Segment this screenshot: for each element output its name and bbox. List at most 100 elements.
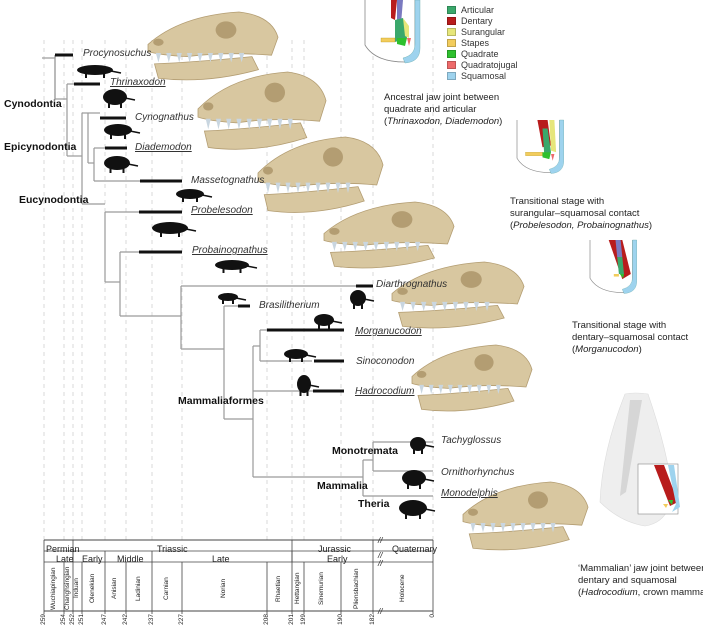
silhouette-body xyxy=(215,260,249,270)
age-tick-label: 247 xyxy=(101,614,108,625)
prearticular-shape xyxy=(397,0,403,24)
dentary-shape xyxy=(391,0,397,20)
clade-label-mammalia: Mammalia xyxy=(317,480,368,492)
orbit xyxy=(323,147,343,167)
age-tick-label: 190 xyxy=(337,614,344,625)
age-tick-label: 254 xyxy=(60,614,67,625)
silhouette-body xyxy=(152,222,188,234)
quadrate-shape xyxy=(542,152,551,160)
timescale-break-mark: // xyxy=(377,607,383,616)
silhouette-tail xyxy=(129,130,141,134)
caption-text: ( xyxy=(384,116,388,127)
legend-swatch xyxy=(447,60,456,69)
clade-label-mammaliaformes: Mammaliaformes xyxy=(178,395,264,407)
silhouette-body xyxy=(103,89,127,105)
tooth xyxy=(166,53,172,63)
tooth xyxy=(404,241,410,251)
tooth xyxy=(484,301,490,311)
skull-thrinaxodon xyxy=(197,71,327,150)
legend-label: Stapes xyxy=(461,37,490,48)
stapes-shape xyxy=(663,504,668,508)
silhouette-tail xyxy=(423,478,435,482)
caption-text: ) xyxy=(648,220,653,231)
tooth xyxy=(480,523,486,533)
animal-silhouette-icon xyxy=(77,65,122,78)
caption-line: Transitional stage with xyxy=(510,196,605,207)
jaw-diagram-mammalian xyxy=(599,392,680,527)
legend-label: Surangular xyxy=(461,26,506,37)
caption-taxa: Hadrocodium xyxy=(581,587,638,598)
quadrate-shape xyxy=(668,500,673,505)
animal-silhouette-icon xyxy=(284,349,317,362)
cranium xyxy=(147,11,279,58)
tooth xyxy=(419,384,424,394)
lower-jaw xyxy=(468,526,570,551)
tooth xyxy=(265,182,271,193)
tooth xyxy=(187,53,193,63)
legend-label: Articular xyxy=(461,4,495,15)
caption-text: ( xyxy=(578,587,582,598)
lower-jaw xyxy=(398,304,505,329)
tooth xyxy=(442,301,448,311)
age-tick-label: 251 xyxy=(78,614,85,625)
taxon-label: Massetognathus xyxy=(191,175,265,186)
mandible-ghost xyxy=(620,400,642,496)
tooth xyxy=(383,241,389,251)
tooth xyxy=(428,384,434,394)
silhouette-tail xyxy=(331,320,343,324)
legend-label: Quadrate xyxy=(461,48,499,59)
epoch-late-triassic: Late xyxy=(212,554,230,564)
lower-jaw xyxy=(417,387,515,412)
stage-label: Sinemurian xyxy=(318,572,325,605)
tooth xyxy=(520,523,526,533)
animal-silhouette-icon xyxy=(297,375,320,396)
silhouette-tail xyxy=(305,354,317,358)
tooth xyxy=(305,182,311,193)
tooth xyxy=(410,301,416,311)
animal-silhouette-icon xyxy=(314,314,343,329)
caption-line: dentary and squamosal xyxy=(578,575,677,586)
age-tick-label: 208 xyxy=(263,614,270,625)
caption-line: Transitional stage with xyxy=(572,320,667,331)
clade-label-theria: Theria xyxy=(358,498,390,510)
timescale-break-mark: // xyxy=(377,559,383,568)
naris xyxy=(263,166,273,175)
animal-silhouettes xyxy=(77,65,436,519)
skull-procynosuchus xyxy=(147,11,279,81)
taxon-label: Diarthrognathus xyxy=(376,279,448,290)
caption-ancestral-jaw-joint: Ancestral jaw joint between quadrate and… xyxy=(384,92,502,128)
taxon-label: Brasilitherium xyxy=(259,300,320,311)
silhouette-body xyxy=(314,314,334,326)
orbit xyxy=(264,82,286,103)
cranium xyxy=(197,71,327,124)
stage-label: Norian xyxy=(220,578,227,599)
caption-text: ( xyxy=(572,344,576,355)
taxon-label: Monodelphis xyxy=(441,488,498,499)
silhouette-tail xyxy=(424,508,436,512)
tooth xyxy=(228,53,234,63)
caption-dentary-squamosal: Transitional stage with dentary–squamosa… xyxy=(572,320,688,356)
tooth xyxy=(236,118,242,130)
legend-item: Dentary xyxy=(447,15,518,26)
stage-label: Olenekian xyxy=(89,573,96,604)
caption-line: Ancestral jaw joint between xyxy=(384,92,500,103)
animal-silhouette-icon xyxy=(215,260,258,273)
silhouette-tail xyxy=(185,228,197,232)
taxon-label: Morganucodon xyxy=(355,326,422,337)
tooth xyxy=(470,523,476,533)
tooth xyxy=(467,384,472,394)
animal-silhouette-icon xyxy=(410,437,435,454)
caption-text: ) xyxy=(638,344,642,355)
stage-label: Induan xyxy=(73,578,80,599)
stapes-shape xyxy=(525,152,543,156)
stage-label: Wuchiapingian xyxy=(50,567,57,610)
stage-label: Carnian xyxy=(163,577,170,600)
legend-item: Stapes xyxy=(447,37,518,48)
tooth xyxy=(421,301,427,311)
stage-label: Pliensbachian xyxy=(353,568,360,609)
orbit xyxy=(460,271,482,288)
animal-silhouette-icon xyxy=(104,156,139,173)
taxon-label: Sinoconodon xyxy=(356,356,415,367)
tooth xyxy=(155,53,161,63)
